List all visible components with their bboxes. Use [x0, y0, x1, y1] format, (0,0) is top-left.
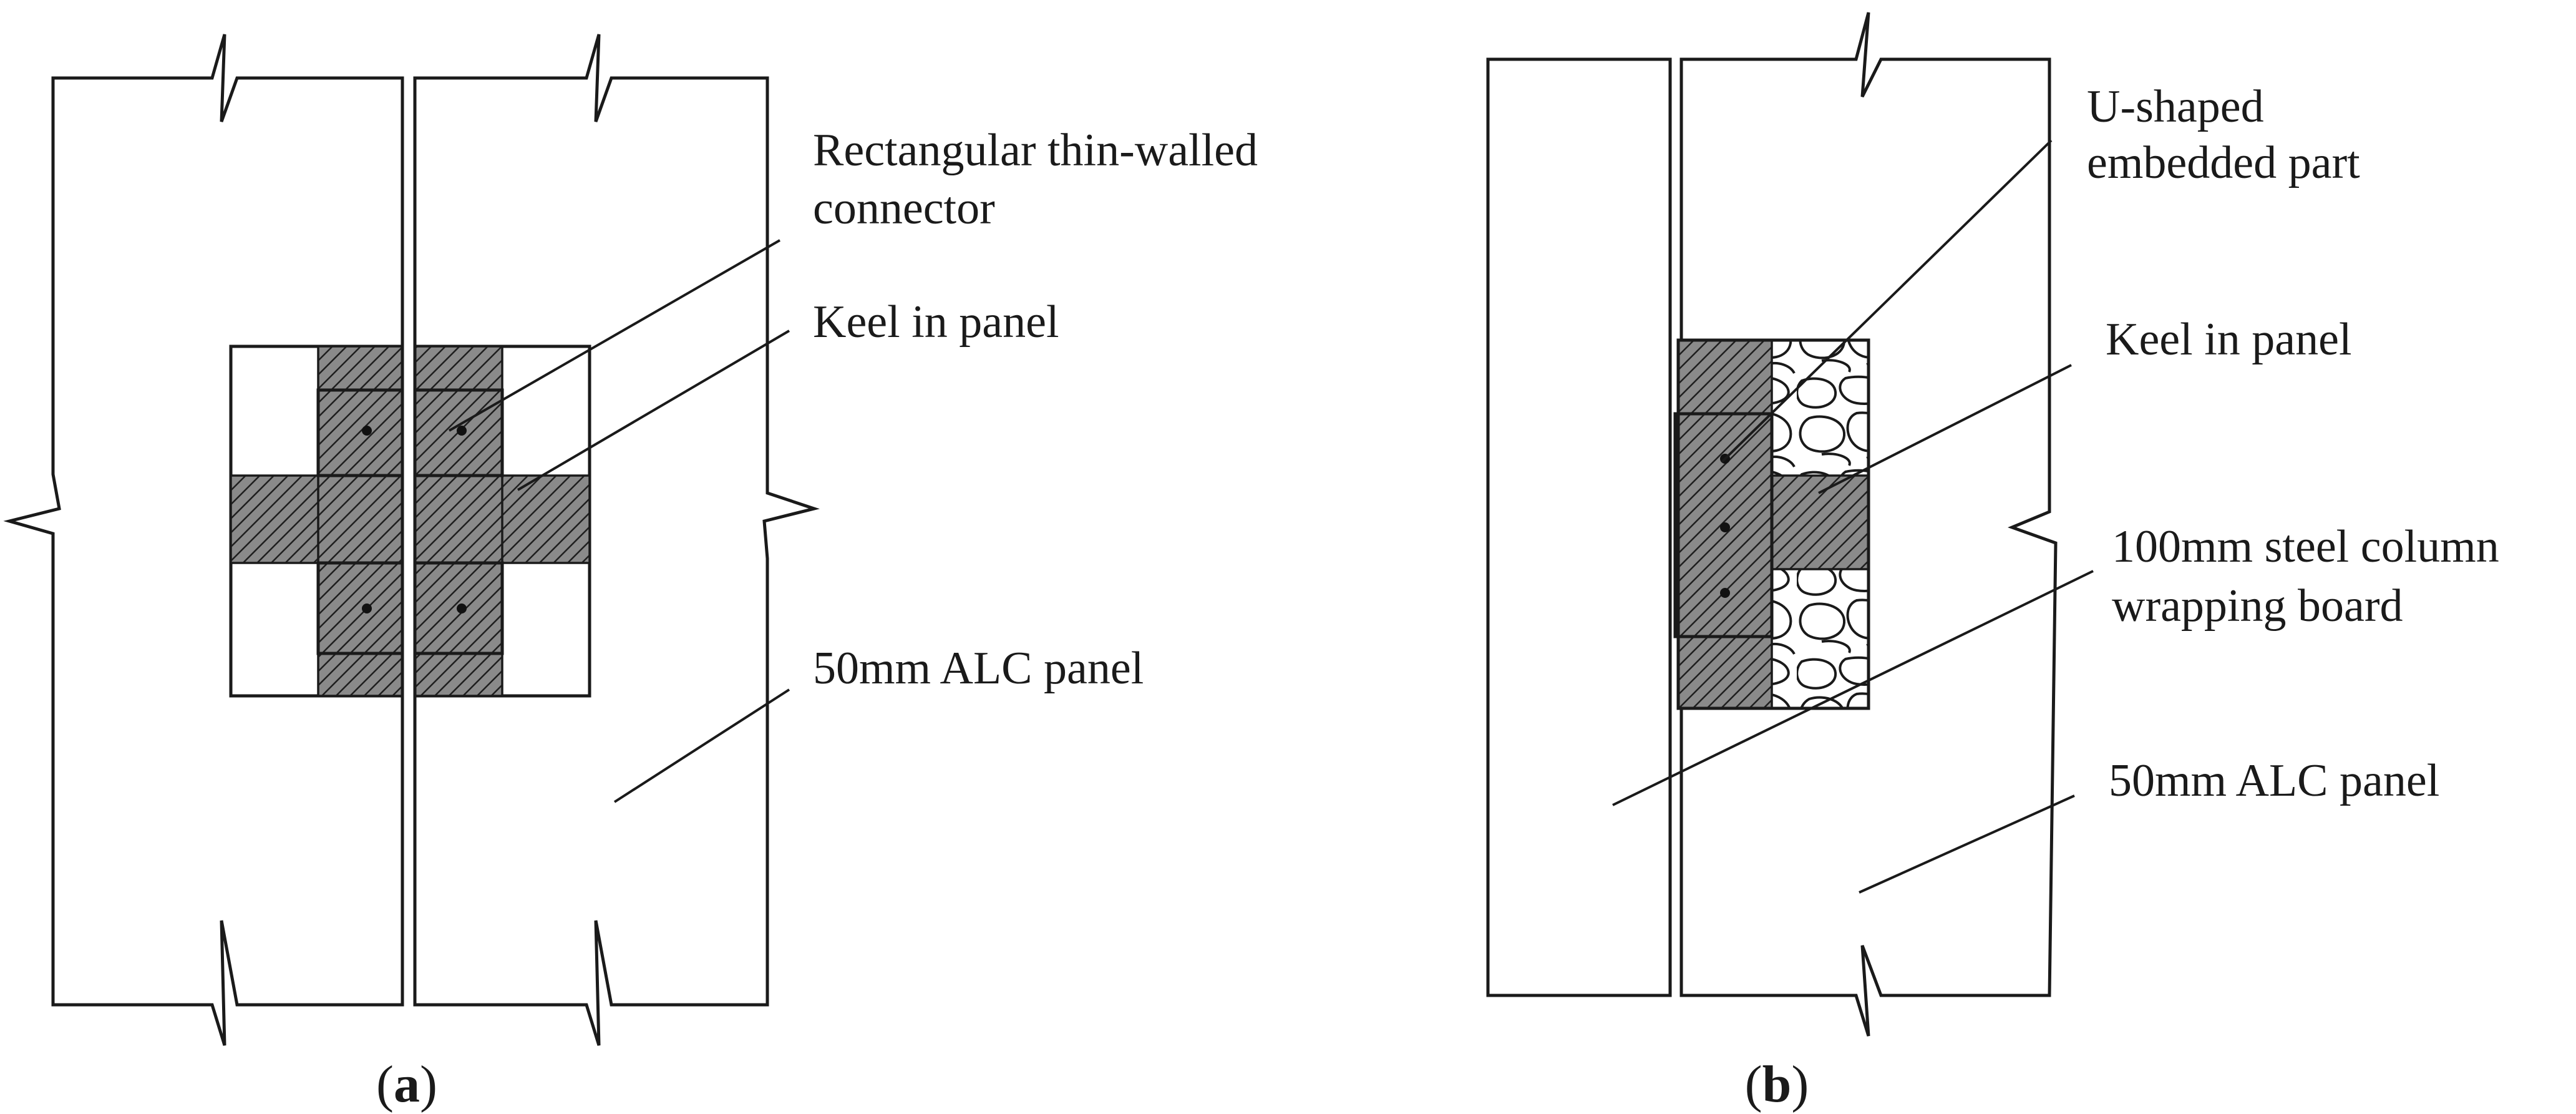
connector-label-line2: connector — [813, 183, 995, 234]
u-shaped-embedded-part — [1673, 338, 1870, 710]
right-alc-panel — [413, 34, 820, 1046]
panel-a-diagram: Rectangular thin-walled connector Keel i… — [3, 34, 1258, 1113]
alc-label-b: 50mm ALC panel — [2109, 755, 2439, 806]
connector-label-line1: Rectangular thin-walled — [813, 125, 1258, 176]
wrap-label-line2: wrapping board — [2112, 580, 2403, 632]
keel-leader-a — [517, 330, 790, 491]
caption-b: (b) — [1745, 1055, 1809, 1113]
alc-label-a: 50mm ALC panel — [813, 643, 1144, 694]
connector-leader — [449, 239, 780, 432]
keel-label-b: Keel in panel — [2106, 314, 2352, 365]
keel-label-a: Keel in panel — [813, 296, 1059, 348]
keel-leader-b — [1818, 364, 2072, 494]
embedded-label-line2: embedded part — [2087, 137, 2360, 188]
steel-column-wrapping-board — [1486, 57, 1672, 997]
embedded-label-line1: U-shaped — [2087, 81, 2264, 132]
left-alc-panel — [3, 34, 404, 1046]
right-alc-panel-b — [1679, 12, 2058, 1037]
panel-a-joint-gap — [402, 78, 415, 1005]
wrap-label-line1: 100mm steel column — [2112, 521, 2499, 572]
panel-a-bolts — [362, 426, 467, 613]
wrap-leader — [1612, 570, 2094, 806]
embedded-leader — [1721, 139, 2053, 463]
panel-b-diagram: U-shaped embedded part Keel in panel 100… — [1486, 12, 2499, 1113]
alc-leader-b — [1859, 794, 2075, 894]
caption-a: (a) — [376, 1055, 437, 1113]
alc-leader-a — [613, 688, 790, 803]
